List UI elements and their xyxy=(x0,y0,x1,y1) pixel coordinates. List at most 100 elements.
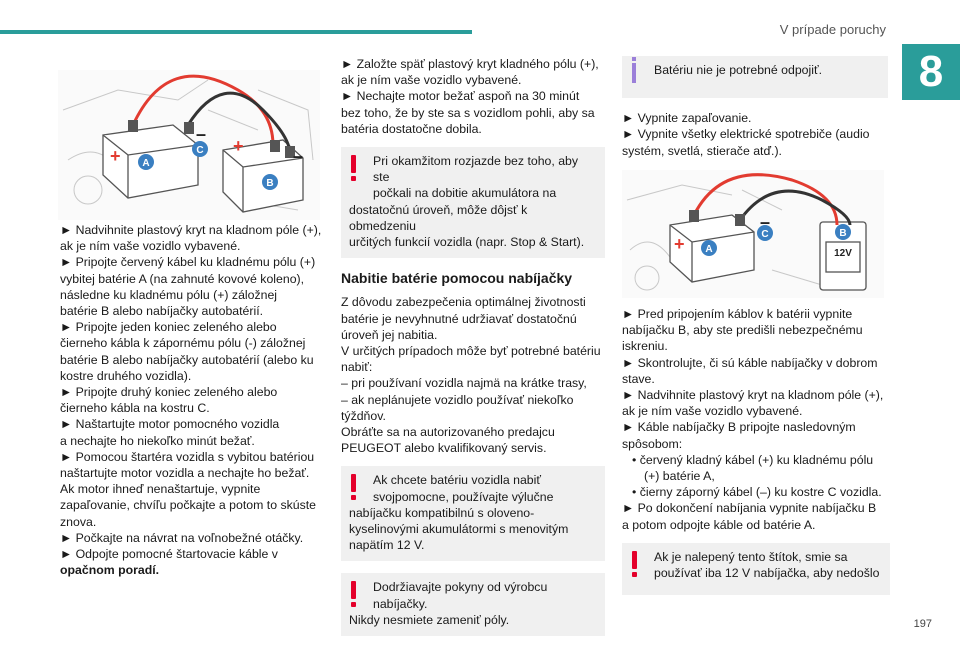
text-line: PEUGEOT alebo kvalifikovaný servis. xyxy=(341,441,547,456)
text-line: opačnom poradí. xyxy=(60,563,160,578)
text-line: ► Pred pripojením káblov k batérii vypni… xyxy=(622,307,853,321)
text-line: úroveň jej nabitia. xyxy=(341,327,438,342)
plus-sign: + xyxy=(110,146,121,166)
note-line: dostatočnú úroveň, môže dôjsť k obmedzen… xyxy=(349,202,528,233)
note-line: Ak je nalepený tento štítok, smie sa xyxy=(654,549,848,564)
note-line: napätím 12 V. xyxy=(349,538,425,553)
text-line: batéria dostatočne dobila. xyxy=(341,121,482,136)
text-line: Obráťte sa na autorizovaného predajcu xyxy=(341,425,555,440)
text-line: naštartujte motor vozidla a nechajte ho … xyxy=(60,466,310,481)
column-2: ► Založte späť plastový kryt kladného pó… xyxy=(341,56,605,648)
text-line: vybitej batérie A (na zahnuté kovové kol… xyxy=(60,271,305,286)
note-line: Ak chcete batériu vozidla nabiť xyxy=(373,473,541,488)
text-line: bez toho, že by ste sa s vozidlom pohli,… xyxy=(341,105,595,120)
section-heading: Nabitie batérie pomocou nabíjačky xyxy=(341,270,573,287)
section-title: V prípade poruchy xyxy=(779,22,886,37)
text-line: batérie B alebo nabíjačky autobatérií. xyxy=(60,304,264,319)
info-note: Batériu nie je potrebné odpojiť. xyxy=(622,56,888,99)
text-line: znova. xyxy=(60,514,97,529)
text-line: ► Naštartujte motor pomocného vozidla xyxy=(60,417,280,432)
column-3-bottom: ► Pred pripojením káblov k batérii vypni… xyxy=(622,306,890,607)
list-item: (+) batérie A, xyxy=(644,469,715,484)
text-line: kostre druhého vozidla). xyxy=(60,368,192,383)
note-line: počkali na dobitie akumulátora na xyxy=(373,186,557,201)
chapter-number: 8 xyxy=(902,44,960,100)
label-a: A xyxy=(705,244,712,255)
text-line: a potom odpojte káble od batérie A. xyxy=(622,517,816,532)
text-line: čierneho kábla k zápornému pólu (-) zálo… xyxy=(60,336,306,351)
label-b: B xyxy=(266,178,273,189)
note-line: Batériu nie je potrebné odpojiť. xyxy=(654,63,823,77)
text-line: ► Po dokončení nabíjania vypnite nabíjač… xyxy=(622,501,877,516)
text-line: ► Založte späť plastový kryt kladného pó… xyxy=(341,57,599,71)
note-line: Dodržiavajte pokyny od výrobcu xyxy=(373,580,548,595)
text-line: týždňov. xyxy=(341,408,386,423)
text-line: V určitých prípadoch môže byť potrebné b… xyxy=(341,344,601,359)
plus-sign: + xyxy=(674,234,685,254)
text-line: čierneho kábla na kostru C. xyxy=(60,401,210,416)
text-line: ► Pripojte červený kábel ku kladnému pól… xyxy=(60,255,316,270)
column-3: Batériu nie je potrebné odpojiť. ► Vypni… xyxy=(622,56,888,159)
minus-sign-b: – xyxy=(293,146,303,166)
column-1: ► Nadvihnite plastový kryt na kladnom pó… xyxy=(60,222,330,578)
label-a: A xyxy=(142,158,149,169)
header-accent-bar xyxy=(0,30,472,34)
text-line: ► Počkajte na návrat na voľnobežné otáčk… xyxy=(60,530,304,545)
warning-icon xyxy=(632,550,637,577)
list-item: • čierny záporný kábel (–) ku kostre C v… xyxy=(632,485,882,500)
label-c: C xyxy=(761,229,768,240)
jump-start-illustration: + – + – A C B xyxy=(58,70,320,220)
text-line: ► Nadvihnite plastový kryt na kladnom pó… xyxy=(60,223,322,237)
text-line: ► Pripojte jeden koniec zeleného alebo xyxy=(60,320,277,335)
text-line: ak je ním vaše vozidlo vybavené. xyxy=(60,239,241,254)
note-line: používať iba 12 V nabíjačka, aby nedošlo xyxy=(654,566,880,581)
note-line: kyselinovými akumulátormi s menovitým xyxy=(349,522,569,537)
text-line: ► Skontrolujte, či sú káble nabíjačky v … xyxy=(622,355,878,370)
text-line: ► Káble nabíjačky B pripojte nasledovným xyxy=(622,420,856,435)
note-line: nabíjačku kompatibilnú s oloveno- xyxy=(349,505,535,520)
text-line: ► Nadvihnite plastový kryt na kladnom pó… xyxy=(622,388,884,403)
text-line: ► Odpojte pomocné štartovacie káble v xyxy=(60,547,278,562)
text-line: ► Pripojte druhý koniec zeleného alebo xyxy=(60,385,278,400)
minus-sign: – xyxy=(760,212,770,232)
text-line: ► Pomocou štartéra vozidla s vybitou bat… xyxy=(60,449,315,464)
note-line: Pri okamžitom rozjazde bez toho, aby ste xyxy=(373,154,579,185)
text-line: Ak motor ihneď nenaštartuje, vypnite xyxy=(60,482,261,497)
info-icon xyxy=(632,57,636,83)
list-item: • červený kladný kábel (+) ku kladnému p… xyxy=(632,452,874,467)
text-line: systém, svetlá, stierače atď.). xyxy=(622,143,782,158)
text-line: ► Nechajte motor bežať aspoň na 30 minút xyxy=(341,89,580,104)
text-line: ► Vypnite všetky elektrické spotrebiče (… xyxy=(622,127,870,142)
text-line: následne ku kladnému pólu (+) záložnej xyxy=(60,287,278,302)
warning-icon xyxy=(351,581,356,608)
text-line: zapaľovanie, chvíľu počkajte a potom to … xyxy=(60,498,316,513)
plus-sign-b: + xyxy=(233,136,244,156)
text-line: nabiť: xyxy=(341,360,373,375)
voltage-label: 12V xyxy=(834,248,852,259)
text-line: spôsobom: xyxy=(622,436,683,451)
page-number: 197 xyxy=(913,618,932,630)
minus-sign: – xyxy=(196,124,206,144)
text-line: – ak neplánujete vozidlo používať niekoľ… xyxy=(341,392,574,407)
warning-note: Ak je nalepený tento štítok, smie sa pou… xyxy=(622,542,890,596)
charger-illustration: + – 12V A C B xyxy=(622,170,884,298)
warning-note: Pri okamžitom rozjazde bez toho, aby ste… xyxy=(341,147,605,259)
text-line: batérie je nevyhnutné udržiavať dostatoč… xyxy=(341,311,577,326)
label-c: C xyxy=(196,145,203,156)
note-line: svojpomocne, používajte výlučne xyxy=(373,489,554,504)
label-b: B xyxy=(839,228,846,239)
note-line: nabíjačky. xyxy=(373,596,428,611)
warning-note: Ak chcete batériu vozidla nabiť svojpomo… xyxy=(341,466,605,562)
text-line: a nechajte ho niekoľko minút bežať. xyxy=(60,433,255,448)
note-line: určitých funkcií vozidla (napr. Stop & S… xyxy=(349,235,585,250)
warning-note: Dodržiavajte pokyny od výrobcu nabíjačky… xyxy=(341,573,605,637)
text-line: stave. xyxy=(622,371,655,386)
text-line: ► Vypnite zapaľovanie. xyxy=(622,111,752,126)
warning-icon xyxy=(351,474,356,501)
text-line: iskreniu. xyxy=(622,339,668,354)
text-line: Z dôvodu zabezpečenia optimálnej životno… xyxy=(341,295,586,310)
note-line: Nikdy nesmiete zameniť póly. xyxy=(349,612,510,627)
text-line: batérie B alebo nabíjačky autobatérií (a… xyxy=(60,352,314,367)
text-line: ak je ním vaše vozidlo vybavené. xyxy=(341,73,522,88)
text-line: ak je ním vaše vozidlo vybavené. xyxy=(622,404,803,419)
